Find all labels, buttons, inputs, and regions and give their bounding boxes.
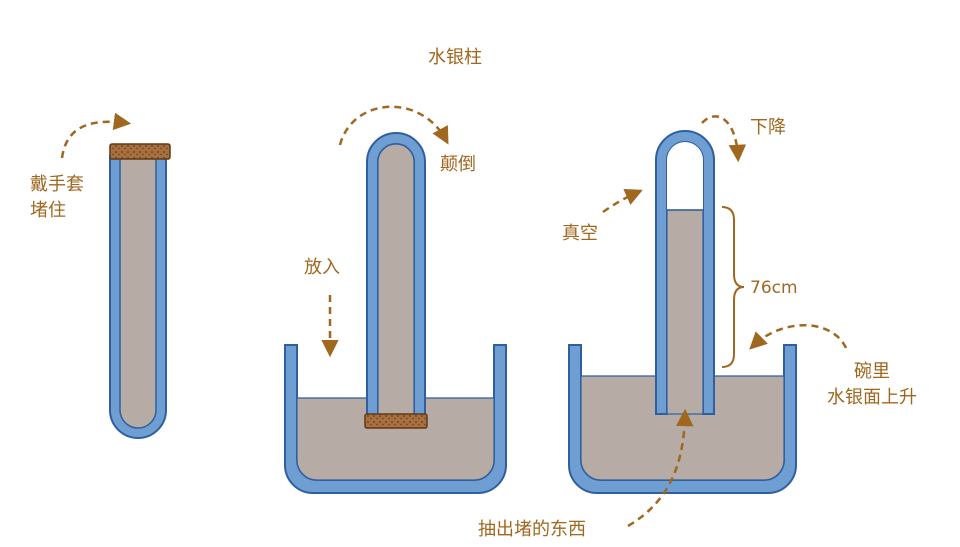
tube-1-mercury bbox=[119, 155, 157, 429]
stage-2-inverted bbox=[284, 105, 507, 494]
arrow-remove-plug bbox=[627, 408, 694, 528]
label-glove-plug-line1: 戴手套 bbox=[30, 174, 84, 195]
label-bowl-rise-line1: 碗里 bbox=[854, 361, 890, 382]
label-bowl-rise-line2: 水银面上升 bbox=[827, 387, 917, 408]
bowl-2-mercury bbox=[296, 397, 495, 481]
arrow-descend bbox=[701, 115, 747, 163]
arrow-vacuum bbox=[602, 188, 643, 214]
tube-3-mercury bbox=[666, 209, 704, 415]
plug-2 bbox=[364, 413, 428, 429]
arrow-bowl-rise bbox=[749, 324, 848, 350]
label-remove-plug: 抽出堵的东西 bbox=[478, 519, 586, 540]
tube-2-mercury bbox=[377, 143, 415, 419]
stage-3-vacuum bbox=[568, 115, 848, 528]
stage-1-tube bbox=[60, 112, 171, 439]
glove-plug bbox=[109, 143, 171, 160]
height-brace bbox=[721, 206, 745, 368]
bowl-3-mercury bbox=[580, 375, 785, 481]
arrow-invert bbox=[338, 105, 449, 146]
arrow-glove-plug bbox=[60, 112, 132, 159]
label-invert: 颠倒 bbox=[440, 154, 476, 175]
label-glove-plug-line2: 堵住 bbox=[30, 200, 66, 221]
label-height: 76cm bbox=[750, 278, 798, 298]
label-mercury-column: 水银柱 bbox=[428, 47, 482, 68]
label-descend: 下降 bbox=[750, 117, 786, 138]
label-put-in: 放入 bbox=[304, 257, 340, 278]
vacuum-space bbox=[667, 142, 703, 210]
label-vacuum: 真空 bbox=[562, 223, 598, 244]
